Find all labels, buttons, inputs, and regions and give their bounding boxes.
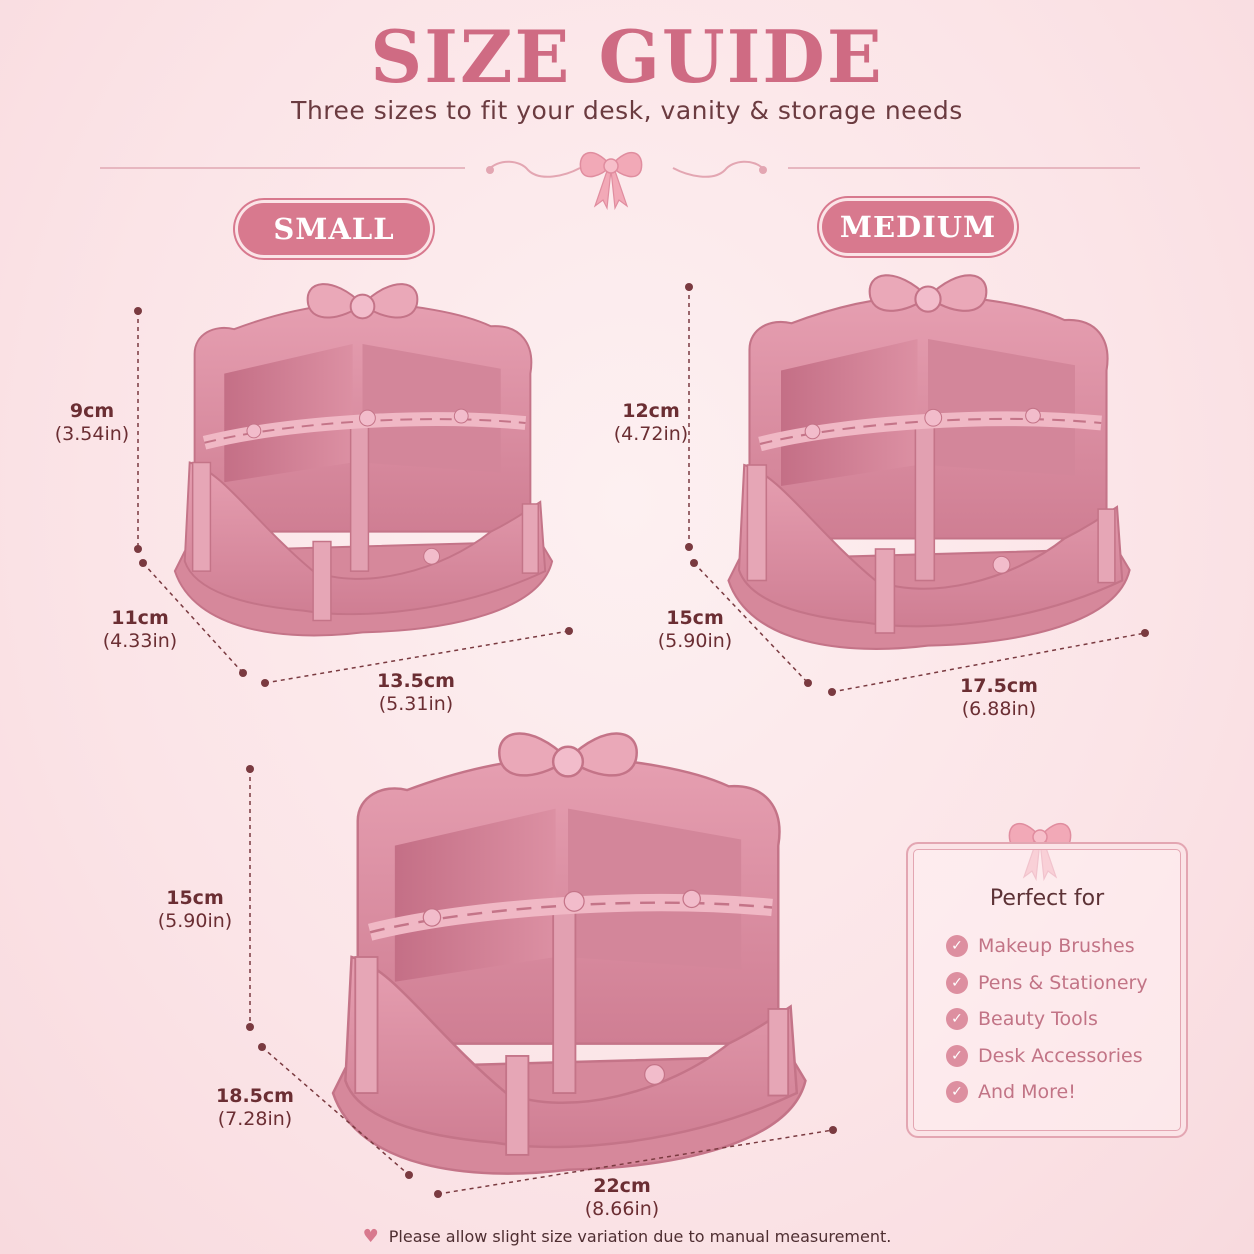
- list-item: ✓And More!: [946, 1074, 1148, 1111]
- footer-note: ♥Please allow slight size variation due …: [362, 1226, 892, 1247]
- list-item: ✓Pens & Stationery: [946, 965, 1148, 1002]
- small-width-label: 13.5cm (5.31in): [377, 670, 455, 715]
- perfect-for-title: Perfect for: [989, 886, 1105, 911]
- badge-small: SMALL: [238, 203, 430, 255]
- medium-width-label: 17.5cm (6.88in): [960, 675, 1038, 720]
- perfect-for-panel: Perfect for ✓Makeup Brushes ✓Pens & Stat…: [906, 842, 1188, 1138]
- list-item: ✓Makeup Brushes: [946, 928, 1148, 965]
- small-height-label: 9cm (3.54in): [54, 400, 130, 445]
- check-icon: ✓: [946, 935, 968, 958]
- check-icon: ✓: [946, 971, 968, 994]
- list-item: ✓Beauty Tools: [946, 1001, 1148, 1038]
- perfect-for-list: ✓Makeup Brushes ✓Pens & Stationery ✓Beau…: [946, 928, 1148, 1111]
- medium-height-label: 12cm (4.72in): [613, 400, 689, 445]
- check-icon: ✓: [946, 1044, 968, 1067]
- medium-depth-label: 15cm (5.90in): [657, 607, 733, 652]
- page-title: SIZE GUIDE: [370, 14, 884, 99]
- page-subtitle: Three sizes to fit your desk, vanity & s…: [291, 96, 963, 125]
- header-divider: [100, 151, 1140, 211]
- bow-icon: [579, 151, 643, 211]
- large-height-label: 15cm (5.90in): [157, 887, 233, 932]
- heart-icon: ♥: [362, 1226, 379, 1247]
- check-icon: ✓: [946, 1008, 968, 1031]
- large-depth-label: 18.5cm (7.28in): [216, 1085, 294, 1130]
- large-width-label: 22cm (8.66in): [584, 1175, 660, 1220]
- list-item: ✓Desk Accessories: [946, 1038, 1148, 1075]
- check-icon: ✓: [946, 1081, 968, 1104]
- badge-medium: MEDIUM: [822, 201, 1014, 253]
- small-depth-label: 11cm (4.33in): [102, 607, 178, 652]
